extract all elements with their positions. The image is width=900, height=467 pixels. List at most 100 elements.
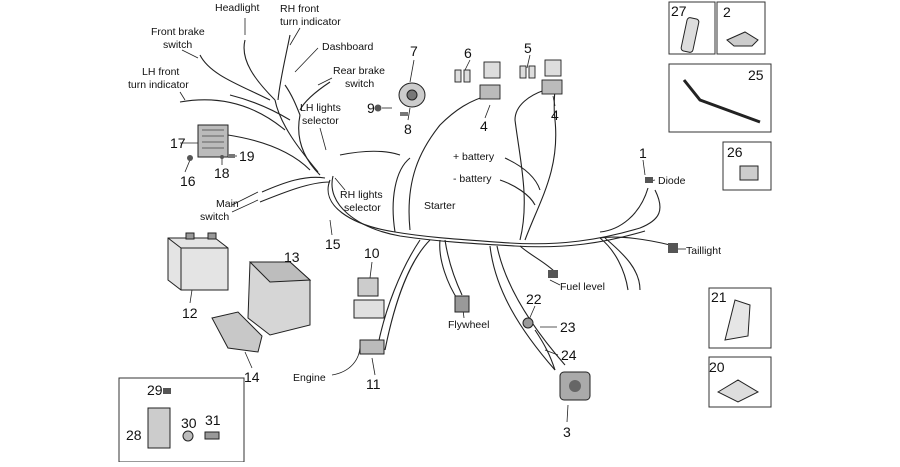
horn — [374, 82, 426, 116]
taillight-wire-2 — [599, 237, 629, 291]
part-29 — [163, 388, 171, 394]
key-cap-22 — [522, 317, 534, 329]
battery-terminal-2 — [207, 232, 217, 240]
rh-turn-wire — [277, 34, 291, 101]
callout-12: 12 — [182, 305, 198, 321]
leader-14 — [244, 351, 253, 369]
callout-9: 9 — [367, 100, 375, 116]
bracket — [211, 311, 263, 353]
relay-branch-wire-2 — [514, 89, 546, 241]
callout-20: 20 — [709, 359, 725, 375]
part-20 — [716, 379, 760, 403]
callout-6: 6 — [464, 45, 472, 61]
label-rh-lights-selector: RH lights — [340, 189, 383, 201]
fuel-level-wire — [519, 245, 556, 273]
flywheel-wire-2 — [439, 239, 459, 301]
leader-4a — [484, 104, 491, 119]
component-labels: Headlight RH front turn indicator Front … — [128, 2, 721, 384]
fuse-right-1 — [519, 65, 527, 79]
leader-7 — [409, 59, 415, 83]
callout-4b: 4 — [551, 107, 559, 123]
label-minus-battery: - battery — [453, 173, 492, 185]
leader-4b — [552, 95, 556, 107]
part-27 — [680, 17, 700, 53]
callout-4a: 4 — [480, 118, 488, 134]
regulator-wire — [227, 134, 311, 171]
part-26 — [739, 165, 759, 181]
label-fuel-level: Fuel level — [560, 281, 605, 293]
part-31 — [204, 431, 220, 440]
leader-front-brake — [181, 49, 199, 59]
part-30 — [182, 430, 194, 442]
front-branch-wire-2 — [274, 99, 319, 173]
front-brake-wire — [199, 54, 271, 101]
connector-11 — [359, 339, 385, 355]
callout-7: 7 — [410, 43, 418, 59]
callout-19: 19 — [239, 148, 255, 164]
starter-wire — [392, 157, 411, 233]
label-flywheel: Flywheel — [448, 319, 489, 331]
leader-rear-brake — [317, 77, 333, 86]
box-25 — [668, 63, 772, 133]
leader-dashboard — [294, 47, 319, 73]
label-lh-front-turn: LH front — [142, 66, 179, 78]
callout-17: 17 — [170, 135, 186, 151]
nut-16 — [187, 155, 193, 161]
label-dashboard: Dashboard — [322, 41, 374, 53]
relay-group-right — [519, 59, 563, 95]
leader-12 — [189, 289, 193, 304]
leader-rh-turn — [289, 27, 301, 46]
box-21 — [708, 287, 772, 349]
label-rear-brake-switch-line2: switch — [345, 78, 374, 90]
screw-19 — [228, 154, 235, 158]
leader-lines — [179, 18, 686, 423]
leader-11 — [371, 357, 376, 376]
relay-left — [483, 61, 501, 79]
ignition-lock — [569, 380, 581, 392]
part-28 — [147, 407, 171, 449]
callout-27: 27 — [671, 3, 687, 19]
callout-3: 3 — [563, 424, 571, 440]
box-20 — [708, 356, 772, 408]
ignition-switch — [522, 317, 591, 401]
callout-8: 8 — [404, 121, 412, 137]
label-main-switch-line2: switch — [200, 211, 229, 223]
callout-23: 23 — [560, 319, 576, 335]
callout-26: 26 — [727, 144, 743, 160]
relay-branch-wire-3 — [524, 84, 557, 241]
leader-15 — [329, 219, 333, 236]
callout-13: 13 — [284, 249, 300, 265]
leader-5 — [526, 54, 531, 69]
part-2 — [726, 31, 759, 47]
label-starter: Starter — [424, 200, 456, 212]
fuse-right-2 — [528, 65, 536, 79]
main-harness-wire-2 — [331, 175, 646, 248]
harness-wires — [179, 34, 671, 371]
label-lh-front-turn-line2: turn indicator — [128, 79, 189, 91]
leader-main-switch — [231, 191, 259, 206]
ignition-wire-3 — [534, 329, 556, 371]
leader-1 — [642, 159, 646, 176]
leader-engine — [331, 344, 361, 376]
label-lh-lights-selector-line2: selector — [302, 115, 339, 127]
headlight-wire — [243, 39, 276, 101]
lh-turn-wire — [179, 99, 286, 131]
leader-3 — [566, 404, 569, 423]
bolt-9 — [374, 104, 382, 112]
plus-battery-wire — [504, 157, 541, 191]
battery-edge — [167, 237, 182, 249]
label-taillight: Taillight — [686, 245, 721, 257]
taillight-wire — [599, 236, 671, 246]
lh-turn-wire-2 — [229, 94, 291, 121]
callout-28: 28 — [126, 427, 142, 443]
washer-18 — [220, 155, 224, 159]
callout-5: 5 — [524, 40, 532, 56]
label-main-switch: Main — [216, 198, 239, 210]
leader-main-switch-2 — [231, 199, 259, 213]
battery — [167, 232, 229, 291]
main-switch-wire-2 — [259, 181, 331, 203]
callout-numbers: 1 2 3 4 4 5 6 7 8 9 10 11 12 13 14 15 16… — [126, 3, 764, 443]
battery-box — [247, 261, 312, 336]
callout-29: 29 — [147, 382, 163, 398]
